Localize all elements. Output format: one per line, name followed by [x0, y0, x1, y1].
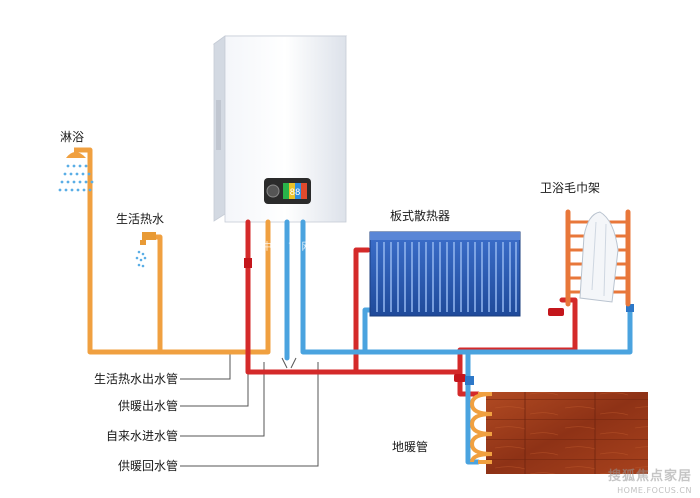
towel-rack [565, 209, 631, 307]
shower-head-icon [66, 152, 86, 158]
label-towel-rack: 卫浴毛巾架 [540, 181, 601, 195]
floor-heating-area [486, 392, 648, 474]
label-panel-radiator: 板式散热器 [390, 209, 451, 223]
legend-hot-water-outlet: 生活热水出水管 [93, 372, 178, 386]
label-floor-heating: 地暖管 [392, 440, 429, 454]
floor-heating-coil [469, 392, 493, 464]
legend-tap-water-inlet: 自来水进水管 [105, 429, 178, 443]
label-shower: 淋浴 [60, 130, 85, 144]
panel-radiator [369, 231, 521, 317]
radiator-fins [376, 242, 517, 312]
towel-icon [579, 211, 619, 303]
cold-and-return-pipes [284, 219, 633, 465]
watermark-url: HOME.FOCUS.CN [617, 486, 692, 495]
tap-water-drops [135, 250, 147, 268]
hot-water-tap-icon [142, 232, 156, 240]
watermark-logo-text: 搜狐焦点家居 [607, 469, 692, 484]
towel-rack-valve-icon [548, 308, 564, 316]
shower-water-drops [58, 164, 94, 192]
boiler-unit: 88 [212, 35, 348, 223]
legend-leader-lines [180, 352, 319, 467]
legend-heating-return: 供暖回水管 [117, 459, 178, 473]
boiler-display-text: 88 [290, 188, 301, 198]
return-valve-icon [465, 376, 474, 385]
label-hot-water-tap: 生活热水 [116, 212, 165, 226]
supply-valve-icon [244, 258, 252, 268]
overlay-watermark: 中 网 市 网有限公司 [262, 242, 352, 253]
boiler-knob [266, 184, 280, 198]
legend-heating-supply: 供暖出水管 [117, 399, 178, 413]
